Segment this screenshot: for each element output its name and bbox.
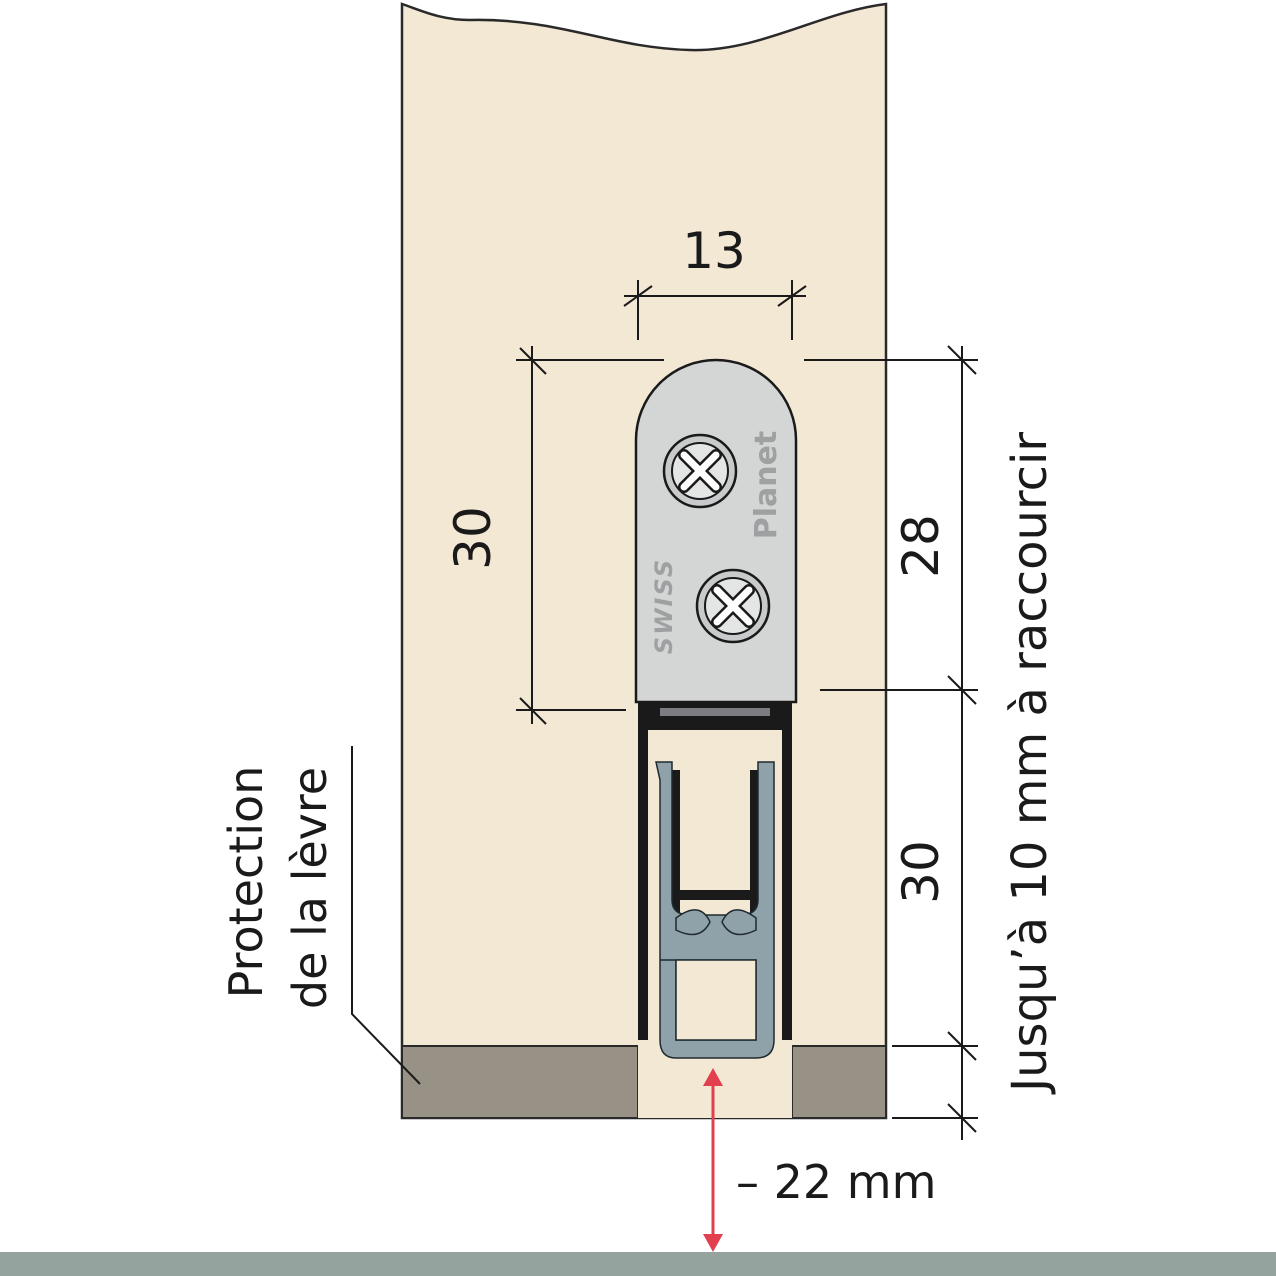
lip-protection-left	[401, 1045, 639, 1119]
seal-lobe-right	[721, 909, 757, 936]
housing-top-slot	[660, 708, 770, 716]
screw-top	[662, 433, 738, 509]
lip-protection-label-line2: de la lèvre	[283, 767, 337, 1009]
brand-name: Planet	[749, 431, 784, 540]
brand-origin: SWISS	[650, 558, 678, 654]
dim-width-label: 13	[682, 222, 746, 280]
dim-upper-label: 28	[892, 514, 950, 578]
lip-protection-leader	[351, 746, 421, 1085]
dim-lower-label: 30	[892, 840, 950, 904]
drop-label: – 22 mm	[736, 1155, 936, 1209]
lip-protection-right	[791, 1045, 887, 1119]
seal-inner-gap	[675, 959, 757, 1041]
dim-mount-height	[516, 346, 664, 725]
screw-bottom	[695, 568, 771, 644]
seal-lobe-left	[675, 909, 711, 936]
shorten-note: Jusqu’à 10 mm à raccourcir	[1002, 432, 1058, 1095]
floor	[0, 1252, 1276, 1276]
dim-width	[623, 280, 807, 340]
dim-right-stack	[804, 345, 978, 1140]
dim-mount-height-label: 30	[444, 506, 502, 570]
drop-arrow	[703, 1068, 723, 1252]
lip-protection-label-line1: Protection	[219, 766, 273, 999]
